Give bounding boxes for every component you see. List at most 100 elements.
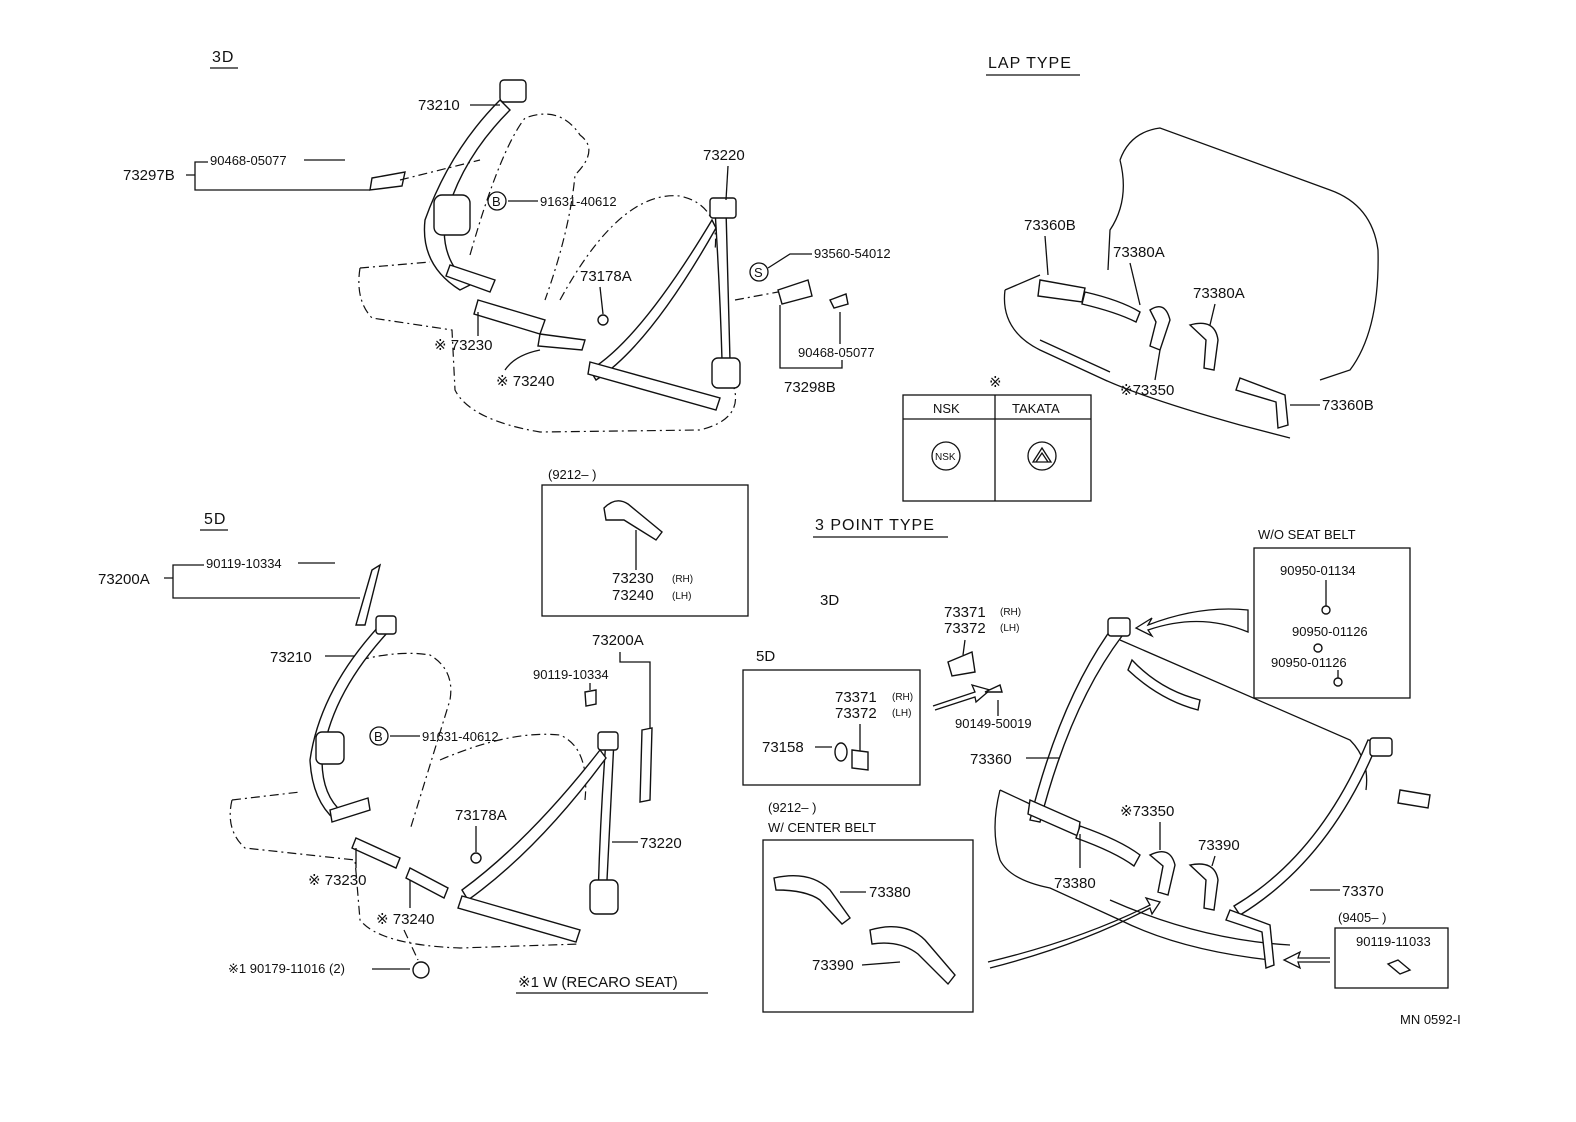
belt-73370 — [1233, 739, 1379, 916]
label-90468-a: 90468-05077 — [210, 153, 287, 168]
anchor-5d — [375, 615, 397, 635]
heading-3d-rear: 3D — [820, 592, 839, 609]
belt-73380a-2 — [1188, 322, 1219, 371]
buckle-lh: (LH) — [672, 591, 691, 602]
rear-rh: (RH) — [1000, 607, 1021, 618]
buckle-box: (9212– ) 73230 (RH) 73240 (LH) — [541, 467, 749, 617]
belt-73380-rear — [1027, 798, 1081, 838]
label-90119-b: 90119-10334 — [533, 667, 609, 682]
b-circle-5d — [369, 726, 389, 746]
center-belt-date: (9212– ) — [768, 800, 816, 815]
label-73298b: 73298B — [784, 379, 836, 396]
belt-73360b-right — [1235, 377, 1289, 429]
screw-90149 — [984, 684, 1003, 693]
front-5d-section: 5D 73200A 90119-10334 73210 B 91631-4061… — [98, 511, 708, 994]
rear-73372: 73372 — [944, 620, 986, 637]
bolt-90950-b — [1313, 643, 1323, 653]
rear-90149: 90149-50019 — [955, 716, 1032, 731]
label-73380a-1: 73380A — [1113, 244, 1165, 261]
label-73178a-3d: 73178A — [580, 268, 632, 285]
part-73178a — [597, 314, 609, 326]
belt-73360 — [1029, 626, 1123, 823]
box-9405-90119: 90119-11033 — [1356, 934, 1431, 949]
retractor-73220-5d — [589, 879, 619, 915]
ref-code: MN 0592-I — [1400, 1012, 1461, 1027]
wo-90950-c: 90950-01126 — [1271, 655, 1347, 670]
label-73220-3d: 73220 — [703, 147, 745, 164]
front-3d-section: 3D 73210 73297B 90468-05077 B 91631-4 — [123, 49, 891, 433]
label-73360b-right: 73360B — [1322, 397, 1374, 414]
front-5d-seat-outline — [229, 652, 587, 949]
shoulder-webbing-5d — [461, 748, 607, 902]
center-73390: 73390 — [812, 957, 854, 974]
belt-73380-box — [773, 875, 851, 925]
label-73220-5d: 73220 — [640, 835, 682, 852]
maker-nsk-header: NSK — [933, 401, 960, 416]
anchor-73370 — [1369, 737, 1393, 757]
box-5d-lh: (LH) — [892, 708, 911, 719]
wo-title: W/O SEAT BELT — [1258, 527, 1356, 542]
arrow-center-belt — [987, 896, 1162, 969]
label-73360b-top: 73360B — [1024, 217, 1076, 234]
cover-73297b — [369, 171, 406, 191]
bolt-90950-a — [1321, 605, 1331, 615]
box-9405: (9405– ) 90119-11033 — [1282, 910, 1449, 989]
label-90179: ※1 90179-11016 (2) — [228, 961, 345, 976]
rear-73380: 73380 — [1054, 875, 1096, 892]
cover-73371-5d — [851, 749, 869, 771]
label-73240-3d: ※ 73240 — [496, 373, 554, 390]
buckle-73350-rear — [1148, 851, 1176, 896]
nsk-logo — [931, 441, 961, 471]
lap-webbing — [587, 361, 721, 411]
buckle-73240: 73240 — [612, 587, 654, 604]
label-73297b: 73297B — [123, 167, 175, 184]
center-73380: 73380 — [869, 884, 911, 901]
recaro-note: ※1 W (RECARO SEAT) — [518, 974, 678, 991]
part-73200a-left — [355, 563, 382, 626]
maker-takata-header: TAKATA — [1012, 401, 1060, 416]
belt-center-guide — [1127, 658, 1201, 711]
b-mark-3d: B — [492, 194, 501, 209]
rear-73360: 73360 — [970, 751, 1012, 768]
rear-bench-outline — [1003, 127, 1379, 439]
label-73230-5d: ※ 73230 — [308, 872, 366, 889]
label-73380a-2: 73380A — [1193, 285, 1245, 302]
arrow-to-rear — [932, 684, 992, 711]
belt-73390-rear — [1188, 863, 1219, 911]
buckle-box-date: (9212– ) — [548, 467, 596, 482]
maker-table: ※ NSK TAKATA NSK — [902, 374, 1092, 502]
heading-3-point-type: 3 POINT TYPE — [815, 517, 935, 534]
cover-73298b — [777, 279, 813, 305]
heading-lap-type: LAP TYPE — [988, 55, 1072, 72]
clip-90468-b — [829, 293, 849, 309]
arrow-9405 — [1282, 950, 1330, 970]
label-93560: 93560-54012 — [814, 246, 891, 261]
takata-logo — [1027, 441, 1057, 471]
anchor-73220 — [709, 197, 737, 219]
box-5d-73371: 73371 — [835, 689, 877, 706]
wo-seat-belt-box: W/O SEAT BELT 90950-01134 90950-01126 90… — [1253, 527, 1411, 699]
rear-3d-section: 73371 (RH) 73372 (LH) 90149-50019 73360 … — [932, 604, 1431, 969]
label-73178a-5d: 73178A — [455, 807, 507, 824]
anchor-73360 — [1107, 617, 1131, 637]
buckle-73230 — [473, 299, 546, 335]
belt-73380a-1 — [1081, 291, 1141, 323]
nsk-logo-text: NSK — [935, 452, 956, 463]
buckle-73230: 73230 — [612, 570, 654, 587]
shoulder-webbing — [589, 218, 717, 381]
box-5d-title: 5D — [756, 648, 775, 665]
heading-5d-front: 5D — [204, 511, 226, 528]
label-73210-5d: 73210 — [270, 649, 312, 666]
bolt-90119-11033 — [1386, 959, 1412, 975]
tongue-plate-left — [445, 264, 496, 293]
front-seat-outline — [358, 113, 737, 433]
takata-logo-mark — [1031, 446, 1053, 463]
part-73158 — [834, 742, 848, 762]
belt-73380-rear-2 — [1075, 825, 1141, 868]
center-belt-title: W/ CENTER BELT — [768, 820, 876, 835]
s-mark: S — [754, 265, 763, 280]
belt-anchor-top — [499, 79, 527, 103]
label-73210: 73210 — [418, 97, 460, 114]
buckle-part — [603, 500, 663, 541]
label-73350-lap: ※73350 — [1120, 382, 1174, 399]
